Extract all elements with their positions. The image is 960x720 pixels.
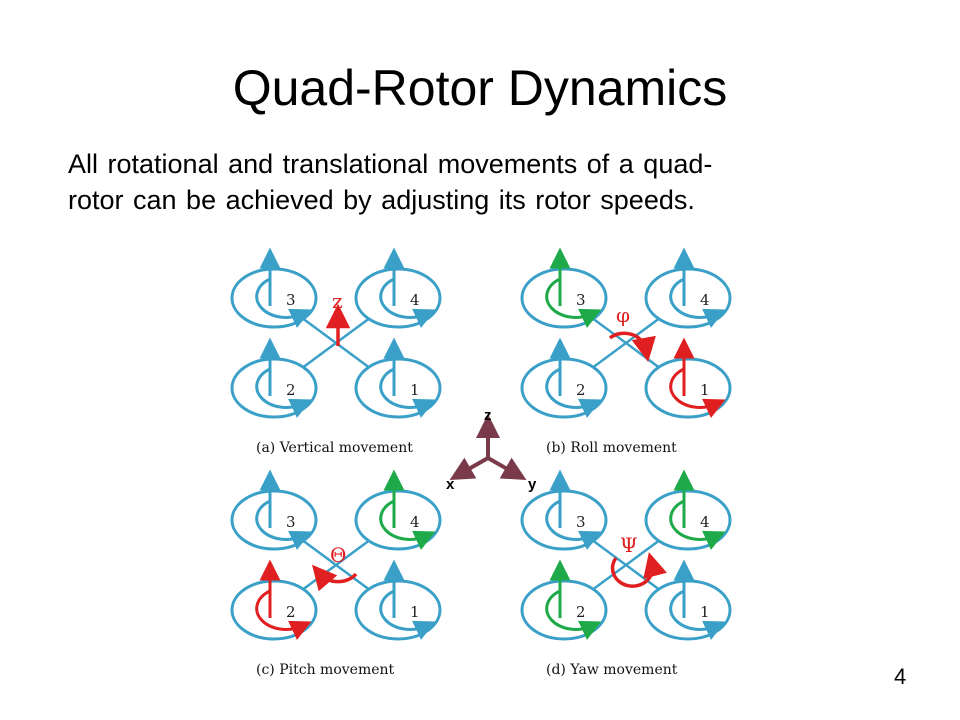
pitch-caption: (c) Pitch movement: [256, 662, 395, 678]
panel-roll: 3 4 2 1 φ (b) Roll movement: [520, 247, 732, 456]
vertical-rotor-4-rotation-arrow: [379, 277, 436, 328]
axis-x-arrow: [449, 456, 489, 480]
yaw-motion-symbol: Ψ: [620, 533, 638, 557]
yaw-rotor-1-rotation-arrow: [669, 589, 726, 640]
vertical-rotor-1-label: 1: [410, 381, 420, 399]
yaw-rotor-4-rotation-arrow: [669, 499, 726, 550]
roll-rotor-1-label: 1: [700, 381, 710, 399]
vertical-rotor-2-rotation-arrow: [255, 367, 312, 418]
vertical-rotor-3-disk: [230, 267, 318, 329]
pitch-rotor-3-disk: [230, 489, 318, 551]
axis-x-label: x: [446, 476, 455, 493]
pitch-rotor-3-label: 3: [286, 513, 296, 531]
axis-z-label: z: [484, 407, 492, 424]
vertical-rotor-4-label: 4: [410, 291, 420, 309]
slide-body-text: All rotational and translational movemen…: [68, 146, 888, 218]
yaw-rotor-3-disk: [520, 489, 608, 551]
yaw-rotor-4-disk: [644, 489, 732, 551]
roll-rotor-2-rotation-arrow: [545, 367, 602, 418]
pitch-rotor-4-label: 4: [410, 513, 420, 531]
vertical-rotor-2-disk: [230, 357, 318, 419]
vertical-rotor-1-rotation-arrow: [379, 367, 436, 418]
slide-number: 4: [894, 664, 907, 689]
yaw-rotor-1-label: 1: [700, 603, 710, 621]
roll-rotor-3-rotation-arrow: [545, 277, 602, 328]
pitch-rotor-3-rotation-arrow: [255, 499, 312, 550]
body-line-2: rotor can be achieved by adjusting its r…: [68, 185, 695, 215]
pitch-rotor-2-rotation-arrow: [255, 589, 312, 640]
vertical-rotor-3-label: 3: [286, 291, 296, 309]
body-line-1: All rotational and translational movemen…: [68, 149, 713, 179]
quadrotor-movement-diagram: 3 4 2 1 z (a) Vertical movement 3 4 2 1 φ (b) Roll …: [230, 247, 732, 678]
roll-rotor-1-rotation-arrow: [669, 367, 726, 418]
vertical-rotor-3-rotation-arrow: [255, 277, 312, 328]
pitch-rotor-2-label: 2: [286, 603, 296, 621]
frame-arm: [583, 532, 669, 598]
yaw-center-arrow: [610, 552, 667, 588]
frame-arm: [293, 310, 379, 376]
yaw-caption: (d) Yaw movement: [546, 662, 678, 678]
slide-title: Quad-Rotor Dynamics: [232, 60, 728, 116]
panel-vertical: 3 4 2 1 z (a) Vertical movement: [230, 247, 442, 456]
axis-triad: z x y: [446, 407, 537, 493]
roll-rotor-1-disk: [644, 357, 732, 419]
yaw-rotor-3-label: 3: [576, 513, 586, 531]
roll-rotor-2-label: 2: [576, 381, 586, 399]
pitch-center-arrow: [312, 564, 358, 592]
panel-yaw: 3 4 2 1 Ψ (d) Yaw movement: [520, 469, 732, 678]
roll-rotor-4-rotation-arrow: [669, 277, 726, 328]
panels-layer: 3 4 2 1 z (a) Vertical movement 3 4 2 1 φ (b) Roll …: [230, 247, 732, 678]
yaw-rotor-2-rotation-arrow: [545, 589, 602, 640]
panel-pitch: 3 4 2 1 Θ (c) Pitch movement: [230, 469, 442, 678]
roll-rotor-3-label: 3: [576, 291, 586, 309]
roll-rotor-2-disk: [520, 357, 608, 419]
yaw-rotor-3-rotation-arrow: [545, 499, 602, 550]
pitch-rotor-1-label: 1: [410, 603, 420, 621]
vertical-caption: (a) Vertical movement: [256, 440, 413, 456]
yaw-rotor-4-label: 4: [700, 513, 710, 531]
yaw-rotor-1-disk: [644, 579, 732, 641]
pitch-rotor-1-disk: [354, 579, 442, 641]
roll-rotor-3-disk: [520, 267, 608, 329]
roll-caption: (b) Roll movement: [546, 440, 677, 456]
vertical-rotor-4-disk: [354, 267, 442, 329]
roll-motion-symbol: φ: [616, 303, 630, 327]
vertical-rotor-2-label: 2: [286, 381, 296, 399]
roll-rotor-4-disk: [644, 267, 732, 329]
pitch-rotor-4-rotation-arrow: [379, 499, 436, 550]
yaw-rotor-2-disk: [520, 579, 608, 641]
pitch-rotor-1-rotation-arrow: [379, 589, 436, 640]
roll-rotor-4-label: 4: [700, 291, 710, 309]
pitch-rotor-2-disk: [230, 579, 318, 641]
roll-center-arrow: [608, 331, 656, 363]
pitch-motion-symbol: Θ: [330, 543, 346, 567]
yaw-rotor-2-label: 2: [576, 603, 586, 621]
axis-y-arrow: [487, 456, 527, 480]
frame-arm: [583, 310, 669, 376]
axis-y-label: y: [528, 476, 537, 493]
vertical-motion-symbol: z: [332, 289, 343, 313]
vertical-rotor-1-disk: [354, 357, 442, 419]
pitch-rotor-4-disk: [354, 489, 442, 551]
